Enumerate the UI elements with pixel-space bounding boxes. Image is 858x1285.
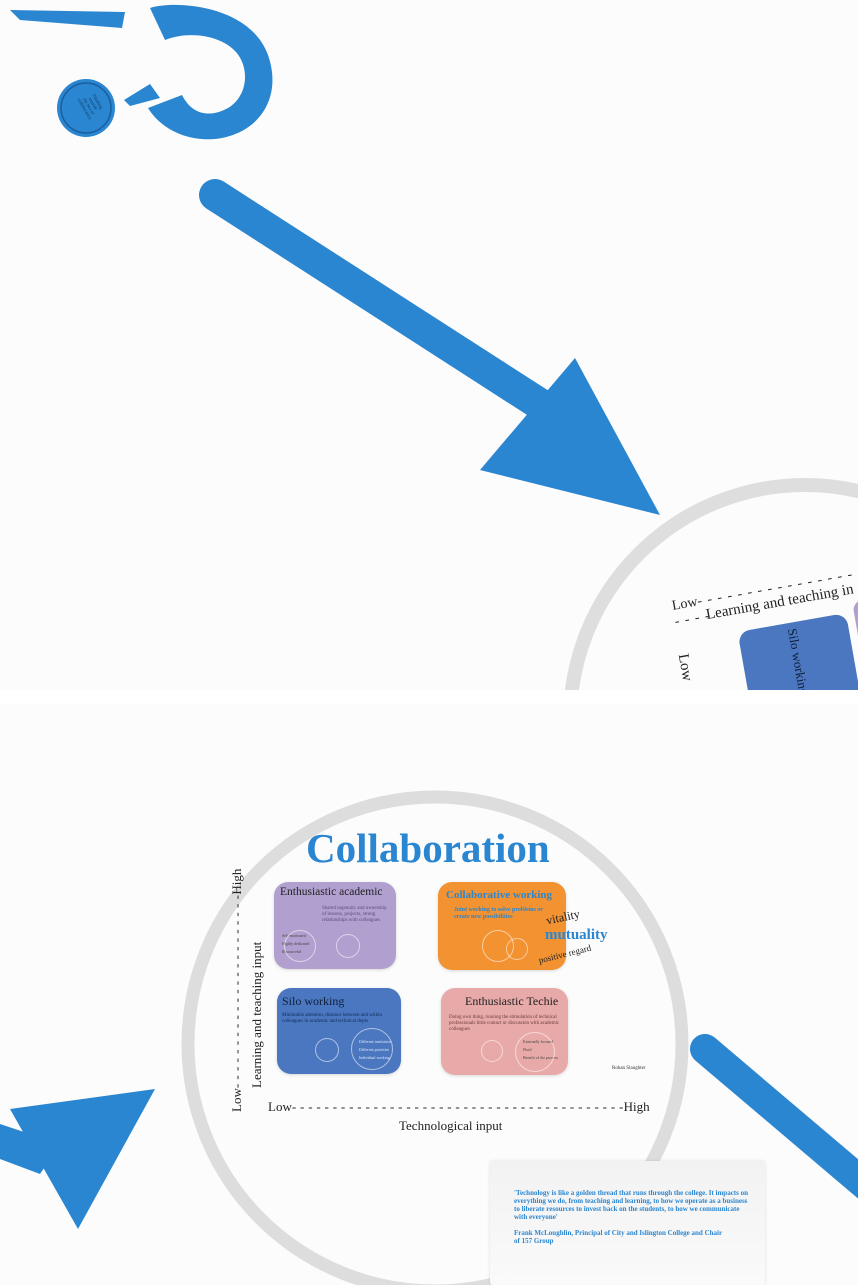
slide-title: Collaboration (306, 825, 550, 871)
arrow-down-right-icon (199, 179, 660, 515)
x-axis: Low- - - - - - - - - - - - - - - - - - -… (268, 1099, 650, 1114)
preview-axis-low-vertical: Low (674, 652, 696, 683)
quadrant-body: Shared ingenuity and ownership of lesson… (322, 906, 387, 923)
top-frame: Thinking outside the box of collaboratio… (10, 4, 858, 690)
quadrant-body: Doing own thing, running the stimulation… (449, 1015, 560, 1032)
quote-attribution: Frank McLoughlin, Principal of City and … (514, 1229, 722, 1245)
quadrant-silo-working[interactable]: Silo working Minimalist attention, dista… (277, 988, 401, 1074)
decorative-ring (315, 1038, 339, 1062)
preview-silo-card: Silo working (737, 612, 858, 690)
panel-divider (0, 690, 858, 704)
quadrant-body: Minimalist attention, distance between a… (282, 1013, 382, 1024)
quadrant-body: Joint working to solve problems or creat… (454, 907, 543, 920)
quadrant-title: Enthusiastic academic (280, 886, 383, 898)
quadrant-collaborative-working[interactable]: Collaborative working Joint working to s… (438, 882, 566, 970)
decorative-ring (351, 1028, 393, 1070)
bottom-frame: Collaboration Enthusiastic academic Shar… (0, 704, 858, 1285)
y-axis: Low- - - - - - - - - - - - - - - - - - -… (229, 868, 244, 1112)
author-credit: Rohan Slaughter (612, 1066, 646, 1071)
thinking-badge[interactable] (57, 79, 115, 137)
x-axis-low: Low (268, 1099, 292, 1114)
decorative-ring (336, 934, 360, 958)
quadrant-enthusiastic-techie[interactable]: Enthusiastic Techie Doing own thing, run… (441, 988, 568, 1075)
decorative-ring (506, 938, 528, 960)
arrow-left-icon (0, 1089, 155, 1229)
y-axis-high: High (229, 868, 244, 895)
decorative-ring (481, 1040, 503, 1062)
quadrant-title: Collaborative working (446, 889, 553, 901)
bottom-artwork (0, 790, 858, 1285)
quadrant-title: Silo working (282, 994, 345, 1008)
quadrant-title: Enthusiastic Techie (465, 994, 559, 1008)
x-axis-high: High (623, 1099, 650, 1114)
y-axis-label: Learning and teaching input (249, 941, 264, 1088)
decorative-ring (515, 1032, 555, 1072)
zoom-ring (181, 790, 689, 1285)
decorative-ring (284, 930, 316, 962)
question-mark-icon (10, 4, 273, 140)
quote-card[interactable]: 'Technology is like a golden thread that… (490, 1161, 765, 1285)
zoom-ring (564, 478, 858, 690)
x-axis-label: Technological input (399, 1118, 503, 1133)
top-artwork (10, 4, 858, 690)
y-axis-low: Low (229, 1088, 244, 1112)
word-mutuality: mutuality (545, 927, 608, 943)
arrow-shaft-right-icon (690, 1034, 858, 1199)
quadrant-enthusiastic-academic[interactable]: Enthusiastic academic Shared ingenuity a… (274, 882, 396, 969)
preview-silo-title: Silo working (784, 627, 812, 690)
quote-text: 'Technology is like a golden thread that… (514, 1189, 749, 1221)
